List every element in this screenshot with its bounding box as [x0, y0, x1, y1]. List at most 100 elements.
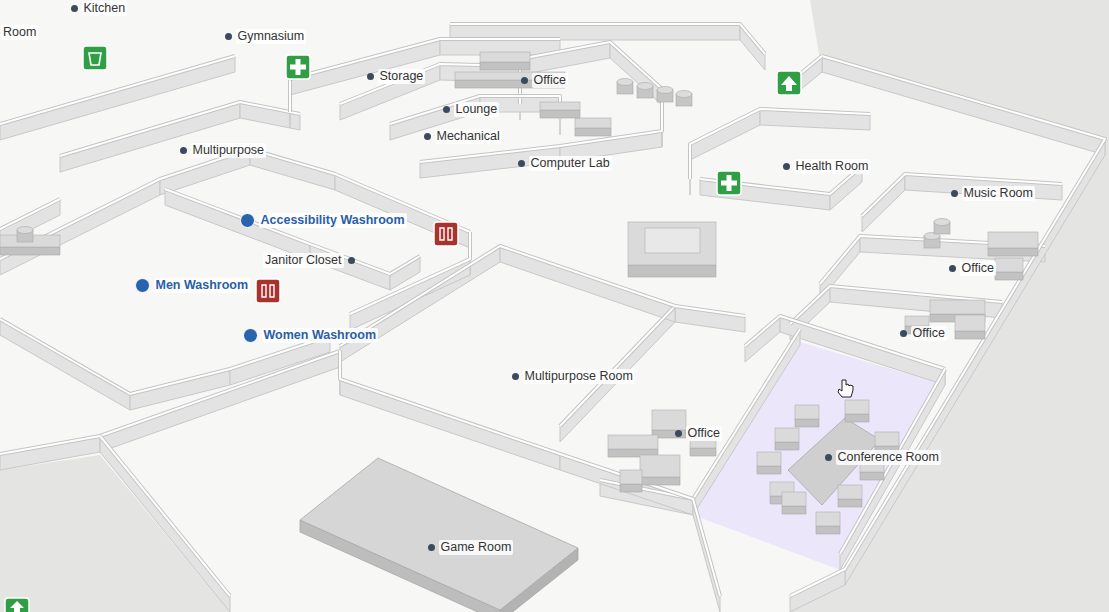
furniture-side: [845, 414, 869, 422]
wall-face: [0, 319, 130, 410]
label-dot: [367, 73, 374, 80]
room-label: Health Room: [783, 159, 871, 174]
furniture-top: [782, 492, 806, 506]
wall-top: [690, 109, 870, 179]
room-name: Multipurpose: [191, 143, 267, 158]
wall-top: [0, 436, 230, 596]
wall-face: [0, 179, 160, 275]
furniture-top: [995, 258, 1023, 272]
room-name: Game Room: [439, 540, 514, 555]
outside-ground: [0, 455, 230, 612]
wall-top: [450, 24, 765, 54]
furniture-side: [540, 110, 580, 118]
wall-face: [335, 174, 470, 248]
first-aid-cross: [721, 175, 737, 191]
room-label: Gymnasium: [225, 29, 307, 44]
label-dot: [512, 373, 519, 380]
wall-top-face: [390, 96, 560, 124]
cylinder-top: [934, 219, 950, 226]
washroom-figures: [440, 228, 452, 240]
room-label: Storage: [367, 69, 426, 84]
wall-face: [693, 329, 800, 515]
furniture-side: [860, 472, 884, 480]
wall-top: [862, 174, 1062, 216]
label-dot: [180, 147, 187, 154]
wall-top-face: [289, 79, 291, 112]
room-label: Men Washroom: [135, 278, 251, 293]
wall-top: [790, 56, 1105, 596]
wall-top-face: [862, 174, 1062, 216]
wall-top: [693, 329, 800, 499]
furniture-side: [628, 265, 716, 277]
room-label: Office: [675, 426, 722, 441]
wall-face: [800, 56, 822, 90]
recycle-bin: [89, 53, 101, 65]
label-dot: [348, 257, 355, 264]
furniture-side: [757, 466, 781, 474]
washroom-figures: [262, 285, 274, 297]
first-aid-icon: [286, 55, 310, 79]
label-dot: [900, 330, 907, 337]
furniture-top: [845, 400, 869, 414]
room-label: Music Room: [951, 186, 1035, 201]
furniture-top: [988, 232, 1038, 248]
room-label: Computer Lab: [518, 156, 612, 171]
wall-face: [822, 56, 1105, 155]
washroom-icon: [434, 222, 458, 246]
room-label: Women Washroom: [243, 328, 379, 343]
wall-top: [288, 79, 292, 112]
first-aid-icon: [717, 171, 741, 195]
room-name: Computer Lab: [529, 156, 612, 171]
wall-top-face: [0, 199, 60, 229]
room-label: Lounge: [443, 102, 500, 117]
room-label: Game Room: [428, 540, 514, 555]
furniture-top: [816, 512, 840, 526]
washroom-marker: [135, 278, 150, 293]
label-dot: [71, 5, 78, 12]
furniture-top: [628, 222, 716, 265]
label-dot: [825, 454, 832, 461]
wall-top: [420, 94, 662, 162]
exit-arrow: [10, 601, 24, 612]
wall-top: [100, 351, 340, 436]
wall-top-face: [165, 189, 420, 274]
cylinder-top: [17, 227, 33, 234]
furniture-side: [782, 506, 806, 514]
furniture-side: [816, 526, 840, 534]
wall-top-face: [800, 56, 822, 74]
furniture-side: [0, 247, 60, 255]
room-name: Gymnasium: [236, 29, 307, 44]
room-name: Mechanical: [435, 129, 502, 144]
furniture-inner: [645, 228, 700, 253]
furniture-top: [640, 455, 680, 477]
furniture-top: [620, 470, 642, 484]
furniture-top: [795, 405, 819, 419]
wall-top: [0, 149, 470, 259]
furniture-side: [775, 442, 799, 450]
furniture-side: [620, 484, 642, 492]
furniture-top: [575, 118, 611, 128]
furniture-side: [480, 62, 530, 70]
washroom-marker: [243, 328, 258, 343]
room-name: Accessibility Washroom: [259, 213, 407, 228]
label-dot: [424, 133, 431, 140]
wall-top-face: [520, 42, 662, 89]
furniture: [0, 52, 1038, 612]
wall-face: [100, 351, 340, 452]
furniture-side: [795, 419, 819, 427]
wall-face: [690, 109, 760, 160]
cylinder-top: [676, 91, 692, 98]
furniture-top: [652, 410, 686, 430]
furniture-top: [930, 300, 985, 314]
furniture-top: [775, 428, 799, 442]
room-label: Accessibility Washroom: [240, 213, 407, 228]
furniture-top: [757, 452, 781, 466]
wall-face: [560, 454, 693, 515]
room-label: Room: [1, 25, 38, 40]
wall-top-face: [693, 329, 800, 499]
furniture-side: [690, 448, 716, 456]
room-label: Janitor Closet: [263, 253, 354, 268]
walls: [0, 24, 1105, 612]
furniture-side: [955, 331, 985, 339]
